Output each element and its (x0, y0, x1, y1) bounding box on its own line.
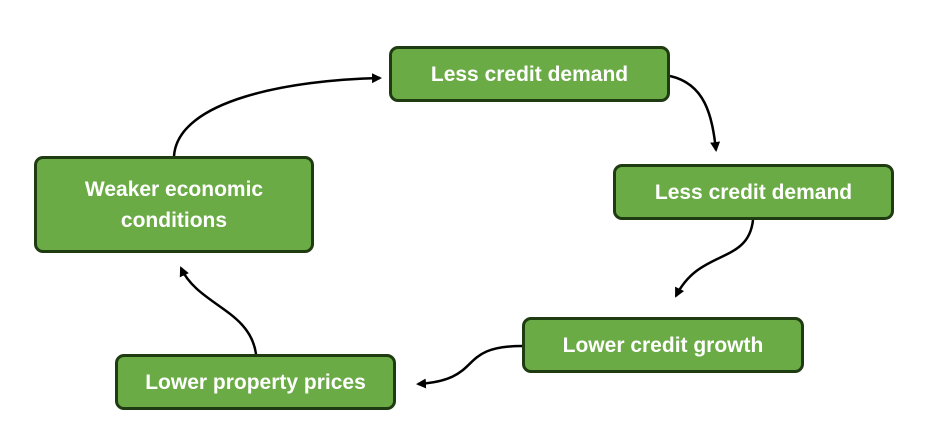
node-label: Weaker economic conditions (84, 177, 264, 232)
arrow-property-prices-to-weaker (179, 266, 258, 355)
node-label: Less credit demand (430, 62, 629, 86)
arrow-credit-demand-to-credit-demand (669, 74, 721, 152)
node-less-credit-demand-right: Less credit demand (613, 164, 894, 220)
arrow-weaker-to-credit-demand (172, 73, 382, 157)
node-weaker-economic-conditions: Weaker economic conditions (34, 156, 314, 253)
arrow-credit-growth-to-property-prices (416, 344, 523, 389)
node-lower-property-prices: Lower property prices (115, 354, 396, 410)
node-less-credit-demand-top: Less credit demand (389, 46, 670, 102)
node-label: Lower property prices (145, 370, 366, 394)
node-lower-credit-growth: Lower credit growth (522, 317, 804, 373)
node-label: Less credit demand (654, 180, 853, 204)
arrow-credit-demand-to-credit-growth (674, 219, 755, 298)
node-label: Lower credit growth (562, 333, 764, 357)
